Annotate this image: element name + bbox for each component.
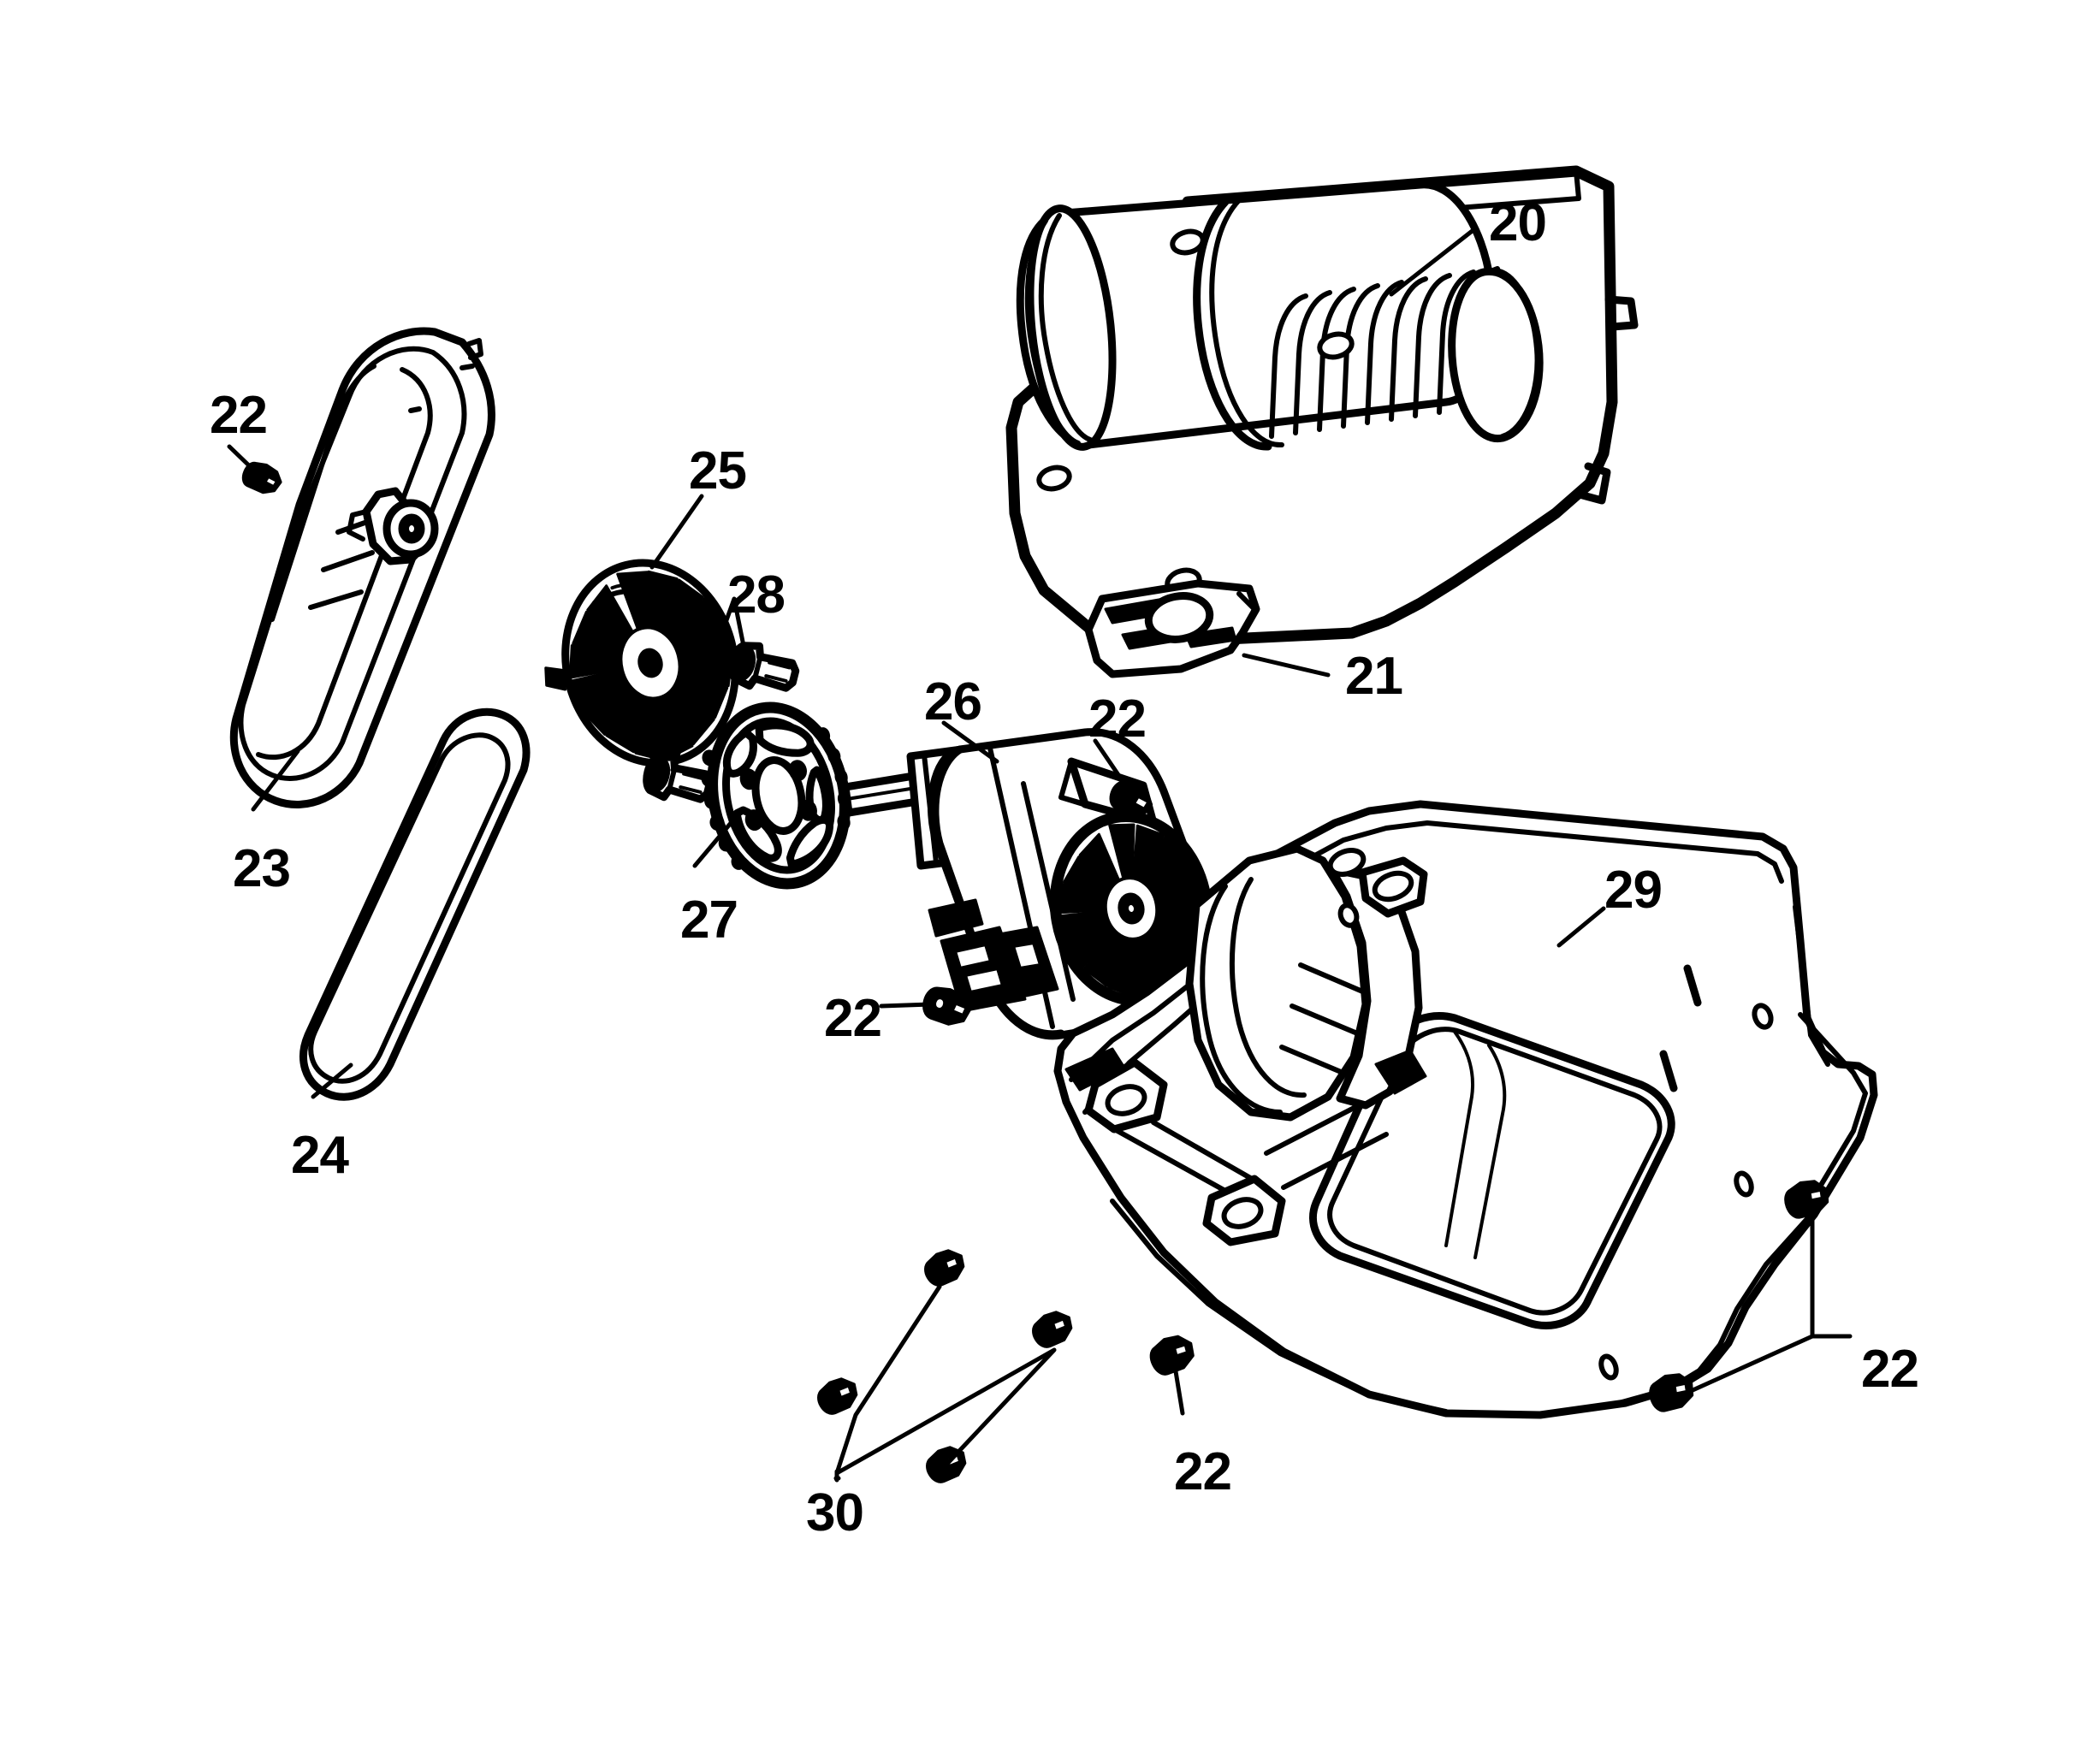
leader-22e [1688,1212,1853,1394]
callout-label-29: 29 [1604,861,1663,920]
leader-24 [311,1063,353,1099]
callout-label-22b: 22 [1088,690,1147,749]
screw-22e-1 [1784,1180,1829,1219]
part-21-retainer-clip [1084,579,1260,678]
screw-22e-2 [1649,1373,1694,1412]
callout-label-26: 26 [924,672,982,731]
leader-26 [941,720,999,764]
leader-28 [670,596,749,772]
leader-30-group [834,1284,1057,1481]
callout-label-23: 23 [233,839,291,898]
leader-22c [879,1002,934,1009]
part-27-pulley [701,701,851,890]
callout-label-27: 27 [680,891,738,950]
part-23-belt-guard [229,327,495,808]
leader-lines [227,227,1853,1483]
leader-21 [1242,653,1331,678]
motor-cradle [1064,844,1428,1246]
callout-label-28: 28 [727,565,786,625]
leader-23 [251,749,300,812]
leader-20 [1389,227,1477,297]
screws [241,461,1829,1483]
belt-guard-hub [347,487,439,565]
callout-label-30: 30 [806,1483,864,1542]
leader-29 [1556,906,1606,948]
callout-label-22c: 22 [824,989,882,1048]
leader-27 [692,814,738,868]
callout-label-22a: 22 [210,386,268,445]
screw-22b [1109,780,1153,817]
leader-25 [649,494,704,570]
screw-30-1 [924,1249,965,1287]
callout-label-20: 20 [1489,193,1547,252]
callout-label-22e: 22 [1861,1340,1919,1399]
callout-label-22d: 22 [1174,1442,1232,1501]
leader-22b [1093,738,1130,791]
callout-label-25: 25 [689,441,747,500]
leader-22a [227,444,256,472]
housing-access-panel [1309,1012,1675,1329]
part-20-brush-roll-housing [1005,165,1639,649]
callout-label-21: 21 [1345,647,1403,706]
screw-22d [1149,1335,1195,1376]
screw-30-2 [817,1377,858,1415]
part-24-drive-belt [299,707,531,1101]
screw-30-3 [1032,1311,1073,1348]
callout-label-24: 24 [291,1126,349,1185]
screw-22c [922,986,971,1026]
leader-22d [1172,1364,1185,1416]
part-29-nozzle-housing [1053,800,1878,1419]
